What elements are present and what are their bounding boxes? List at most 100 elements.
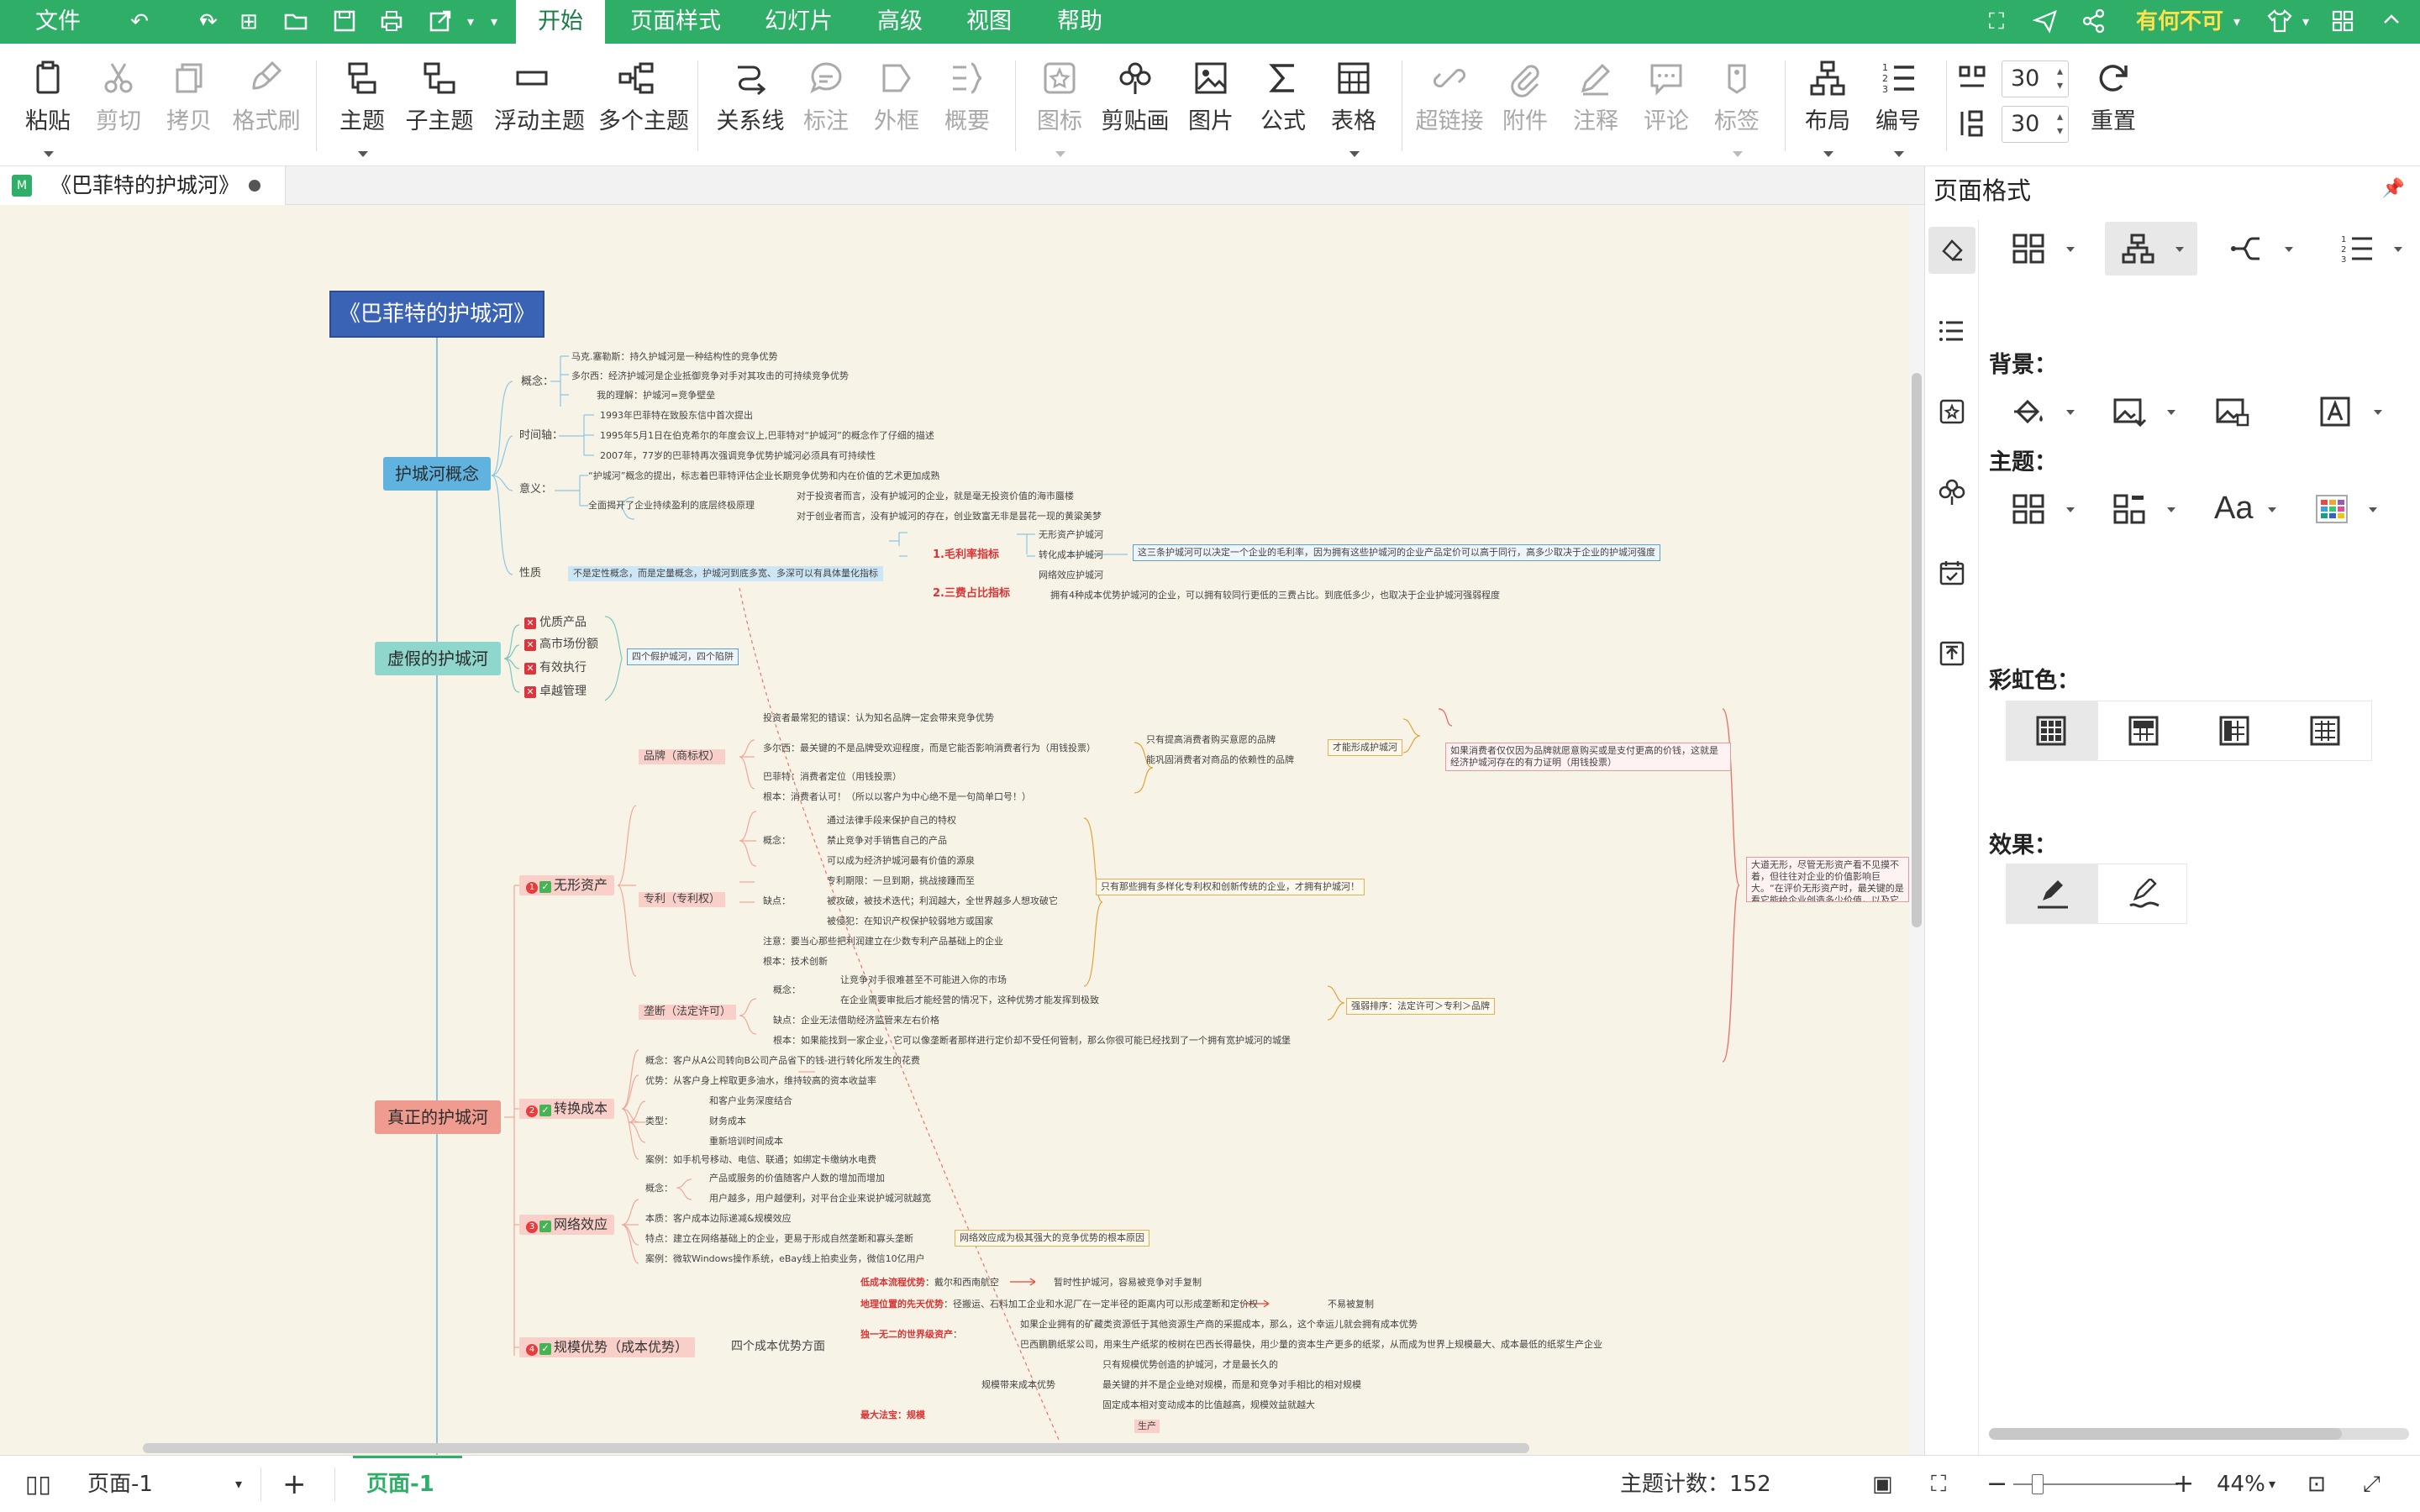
false-moat-item[interactable]: ✕高市场份额	[524, 638, 598, 651]
effect-hand-drawn-button[interactable]	[2098, 864, 2191, 924]
tag-button[interactable]: 标签	[1699, 59, 1775, 157]
menu-file[interactable]: 文件	[35, 8, 81, 34]
image-button[interactable]: 图片	[1173, 59, 1249, 135]
watermark-button[interactable]	[2303, 385, 2396, 438]
background-image-button[interactable]	[2096, 385, 2189, 438]
zoom-level[interactable]: 44%	[2217, 1472, 2265, 1497]
scale-sub[interactable]: 四个成本优势方面	[731, 1340, 825, 1353]
rainbow-option-2[interactable]	[2098, 701, 2191, 761]
scale-asset[interactable]: 巴西鹏鹏纸浆公司，用来生产纸浆的桉树在巴西长得最快，用少量的资本生产更多的纸浆，…	[1020, 1339, 1602, 1350]
subtopic-switching-cost[interactable]: 2✓转换成本	[519, 1099, 615, 1119]
metric1-item[interactable]: 网络效应护城河	[1039, 570, 1103, 580]
fullscreen-icon[interactable]: ⛶	[1988, 9, 2005, 34]
page-tab[interactable]: 页面-1	[366, 1472, 434, 1497]
switching-item[interactable]: 类型：	[645, 1116, 673, 1126]
theme-grid-button[interactable]	[1996, 482, 2088, 536]
patent-root[interactable]: 根本：技术创新	[763, 956, 828, 967]
concept-item[interactable]: 多尔西：经济护城河是企业抵御竞争对手对其攻击的可持续竞争优势	[571, 370, 849, 381]
concept-label[interactable]: 概念：	[521, 375, 555, 388]
meaning-item[interactable]: 对于创业者而言，没有护城河的存在，创业致富无非是昙花一现的黄粱美梦	[797, 511, 1102, 522]
patent-flaw-item[interactable]: 被攻破，被技术迭代；利润越大，全世界越多人想攻破它	[827, 895, 1058, 906]
brand-item[interactable]: 根本：消费者认可！（所以以客户为中心绝不是一句简单口号！）	[763, 791, 1031, 802]
brand-sub-item[interactable]: 能巩固消费者对商品的依赖性的品牌	[1146, 754, 1294, 765]
metric1-item[interactable]: 转化成本护城河	[1039, 549, 1103, 560]
export-dropdown-icon[interactable]: ▾	[466, 13, 475, 29]
patent-note[interactable]: 注意：要当心那些把利润建立在少数专利产品基础上的企业	[763, 936, 1003, 947]
vertical-spacing-input[interactable]: 30▴▾	[2002, 106, 2069, 143]
icon-library-tab-icon[interactable]	[1928, 388, 1975, 435]
patent-concept-item[interactable]: 禁止竞争对手销售自己的产品	[827, 835, 947, 846]
meaning-label[interactable]: 意义：	[519, 483, 553, 496]
save-icon[interactable]	[331, 8, 358, 35]
rainbow-option-4[interactable]	[2280, 701, 2372, 761]
network-item[interactable]: 案例：微软Windows操作系统，eBay线上拍卖业务，微信10亿用户	[645, 1253, 925, 1264]
formula-button[interactable]: 公式	[1245, 59, 1321, 135]
rainbow-option-3[interactable]	[2189, 701, 2281, 761]
page-format-tab-icon[interactable]	[1928, 227, 1975, 274]
metric1-box[interactable]: 这三条护城河可以决定一个企业的毛利率，因为拥有这些护城河的企业产品定价可以高于同…	[1133, 544, 1660, 561]
main-topic-real-moat[interactable]: 真正的护城河	[375, 1100, 501, 1134]
metric2-label[interactable]: 2.三费占比指标	[933, 587, 1010, 600]
zoom-slider-handle[interactable]	[2032, 1474, 2044, 1494]
background-remove-button[interactable]	[2199, 385, 2291, 438]
relationship-button[interactable]: 关系线	[713, 59, 788, 135]
print-icon[interactable]	[378, 8, 405, 35]
theme-font-button[interactable]: Aa	[2197, 482, 2290, 536]
undo-dropdown-icon[interactable]: ▾	[199, 13, 208, 30]
vertical-scroll-thumb[interactable]	[1912, 373, 1922, 927]
license-concept-item[interactable]: 让竞争对手很难甚至不可能进入你的市场	[840, 974, 1007, 985]
page-list-icon[interactable]: ▯▯	[25, 1470, 51, 1498]
brand-item[interactable]: 巴菲特：消费者定位（用钱投票）	[763, 771, 902, 782]
connector-style-button[interactable]	[2214, 222, 2307, 276]
nature-tag[interactable]: 不是定性概念，而是定量概念，护城河到底多宽、多深可以有具体量化指标	[568, 566, 883, 581]
subtopic-scale-advantage[interactable]: 4✓规模优势（成本优势）	[519, 1337, 696, 1357]
task-tab-icon[interactable]	[1928, 549, 1975, 596]
concept-item[interactable]: 我的理解：护城河=竞争壁垒	[597, 390, 716, 401]
license-flaw[interactable]: 缺点：企业无法借助经济监管来左右价格	[773, 1015, 939, 1026]
tab-slides[interactable]: 幻灯片	[765, 8, 833, 34]
license-concept-item[interactable]: 在企业需要审批后才能经营的情况下，这种优势才能发挥到极致	[840, 995, 1099, 1005]
user-dropdown-icon[interactable]: ▾	[2233, 13, 2241, 29]
tab-help[interactable]: 帮助	[1057, 8, 1102, 34]
root-topic[interactable]: 《巴菲特的护城河》	[329, 291, 544, 338]
fit-page-icon[interactable]: ▣	[1872, 1472, 1893, 1497]
license-box[interactable]: 强弱排序：法定许可＞专利＞品牌	[1346, 998, 1495, 1015]
brand-item[interactable]: 多尔西：最关键的不是品牌受欢迎程度，而是它能否影响消费者行为（用钱投票）	[763, 743, 1096, 753]
floating-topic-button[interactable]: 浮动主题	[494, 59, 585, 135]
scale-note[interactable]: 不易被复制	[1328, 1299, 1374, 1310]
theme-color-button[interactable]	[2298, 482, 2391, 536]
copy-button[interactable]: 拷贝	[151, 59, 227, 135]
scale-item[interactable]: 独一无二的世界级资产：	[860, 1329, 962, 1340]
main-topic-moat-concept[interactable]: 护城河概念	[383, 457, 491, 491]
patent-box[interactable]: 只有那些拥有多样化专利权和创新传统的企业，才拥有护城河！	[1096, 879, 1365, 895]
tab-view[interactable]: 视图	[966, 8, 1012, 34]
brand-box-moat[interactable]: 才能形成护城河	[1328, 739, 1402, 756]
network-concept-item[interactable]: 用户越多，用户越便利，对平台企业来说护城河就越宽	[709, 1193, 931, 1204]
format-painter-button[interactable]: 格式刷	[229, 59, 304, 135]
fit-window-icon[interactable]: ⊡	[2307, 1472, 2326, 1497]
scale-note[interactable]: 暂时性护城河，容易被竞争对手复制	[1054, 1277, 1202, 1288]
license-root[interactable]: 根本：如果能找到一家企业，它可以像垄断者那样进行定价却不受任何管制，那么你很可能…	[773, 1035, 1291, 1046]
user-name[interactable]: 有何不可	[2136, 9, 2224, 34]
timeline-label[interactable]: 时间轴：	[519, 429, 564, 442]
scale-best[interactable]: 最大法宝：规模	[860, 1410, 925, 1420]
metric1-label[interactable]: 1.毛利率指标	[933, 549, 999, 561]
switching-type[interactable]: 和客户业务深度结合	[709, 1095, 792, 1106]
send-icon[interactable]	[2032, 8, 2059, 35]
tab-page-style[interactable]: 页面样式	[630, 8, 721, 34]
zoom-in-icon[interactable]: +	[2173, 1469, 2195, 1499]
export-tab-icon[interactable]	[1928, 630, 1975, 677]
layout-button[interactable]: 布局	[1790, 59, 1865, 157]
patent-concept-item[interactable]: 通过法律手段来保护自己的特权	[827, 815, 956, 826]
skin-icon[interactable]	[2265, 8, 2294, 35]
boundary-button[interactable]: 外框	[859, 59, 934, 135]
zoom-slider[interactable]	[2013, 1483, 2178, 1485]
topic-button[interactable]: 主题	[324, 59, 400, 157]
switching-type[interactable]: 财务成本	[709, 1116, 746, 1126]
structure-tree-button[interactable]	[2105, 222, 2197, 276]
open-folder-icon[interactable]	[282, 8, 309, 35]
page-select[interactable]: 页面-1▾	[87, 1456, 247, 1512]
patent-concept-label[interactable]: 概念：	[763, 835, 791, 846]
multi-topic-button[interactable]: 多个主题	[598, 59, 689, 135]
